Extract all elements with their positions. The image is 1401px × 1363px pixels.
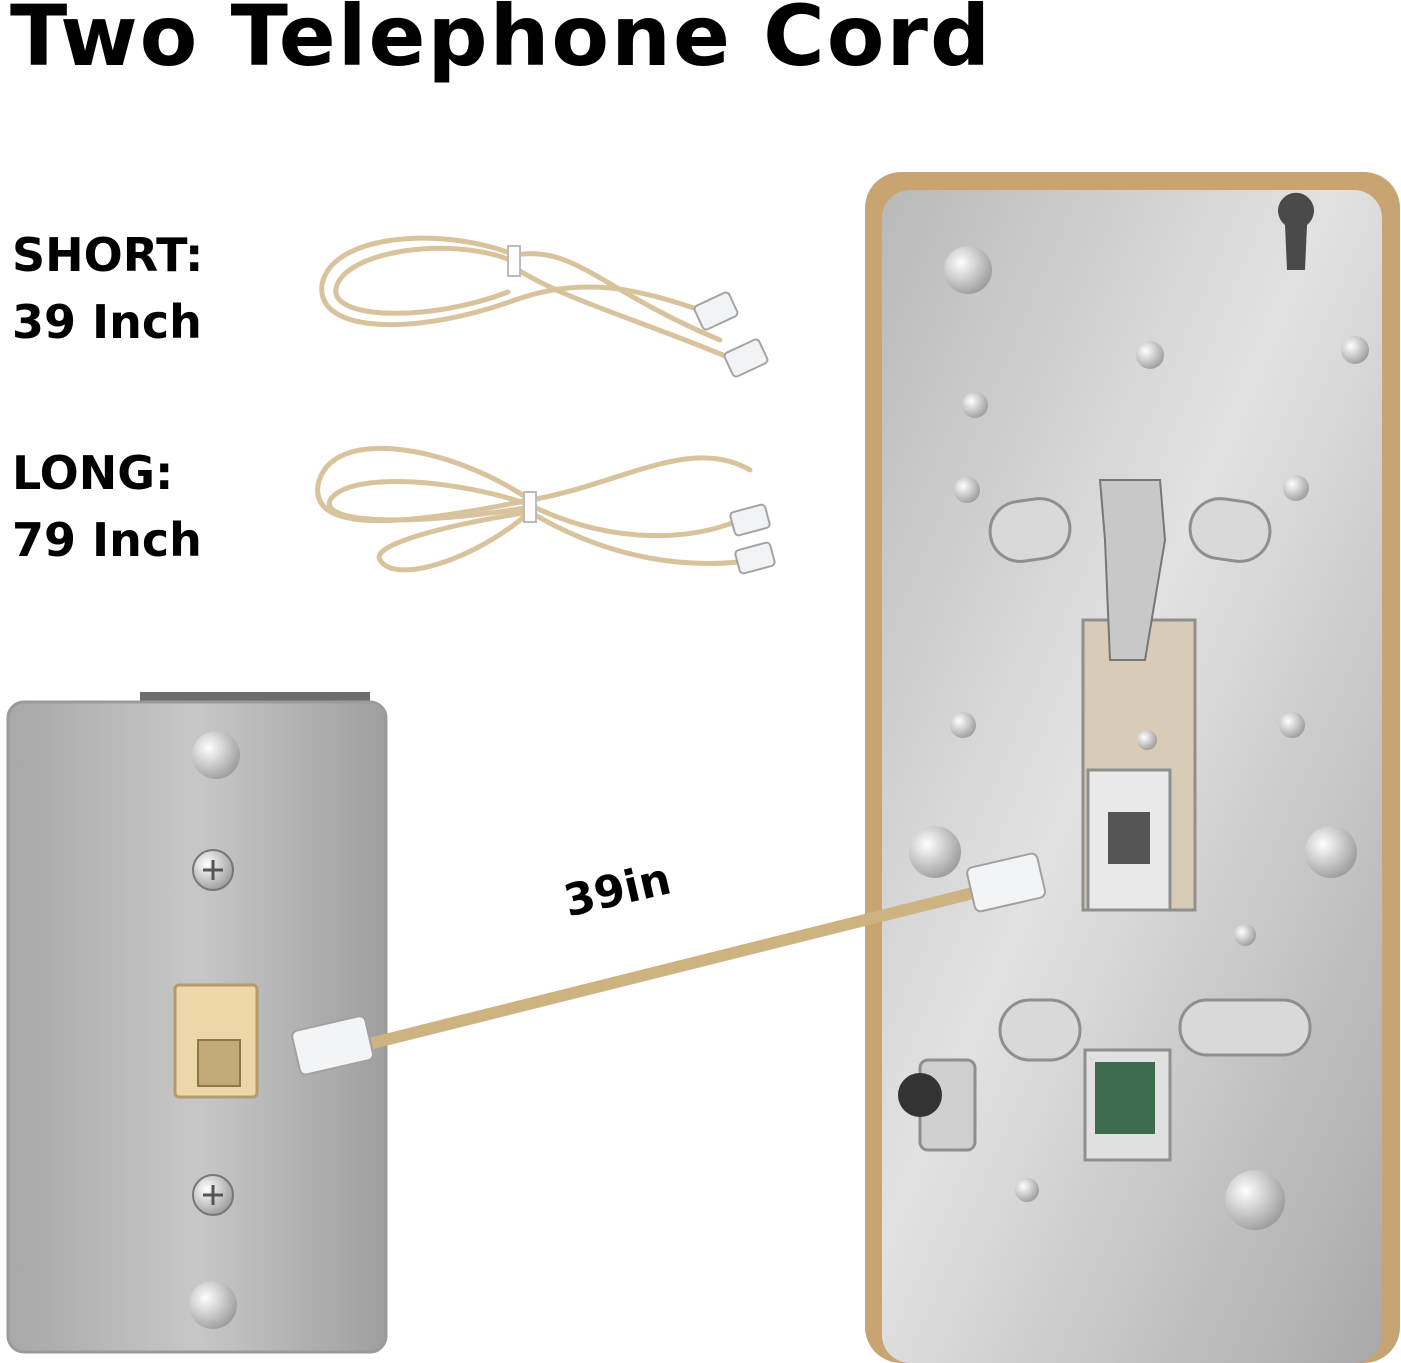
long-cord-image	[315, 445, 776, 575]
keyhole-mount-icon	[1277, 192, 1314, 270]
screw-icon	[1305, 826, 1357, 878]
rj11-plug-icon	[291, 1015, 375, 1076]
title: Two Telephone Cord	[10, 0, 993, 85]
rivet-icon	[944, 246, 992, 294]
rj11-plug-icon	[966, 852, 1047, 913]
short-cord-label: SHORT:	[12, 228, 204, 282]
wall-plate-image	[6, 692, 388, 1354]
connecting-cord	[291, 852, 1047, 1076]
long-cord-spec: LONG: 79 Inch	[12, 440, 202, 573]
short-cord-length: 39 Inch	[12, 294, 202, 349]
short-cord-spec: SHORT: 39 Inch	[12, 222, 203, 355]
standoff-icon	[192, 731, 240, 779]
long-cord-length: 79 Inch	[12, 512, 202, 567]
standoff-icon	[189, 1281, 237, 1329]
wall-phone-image	[865, 172, 1400, 1363]
long-cord-label: LONG:	[12, 446, 174, 500]
short-cord-image	[319, 235, 769, 378]
screw-icon	[909, 826, 961, 878]
